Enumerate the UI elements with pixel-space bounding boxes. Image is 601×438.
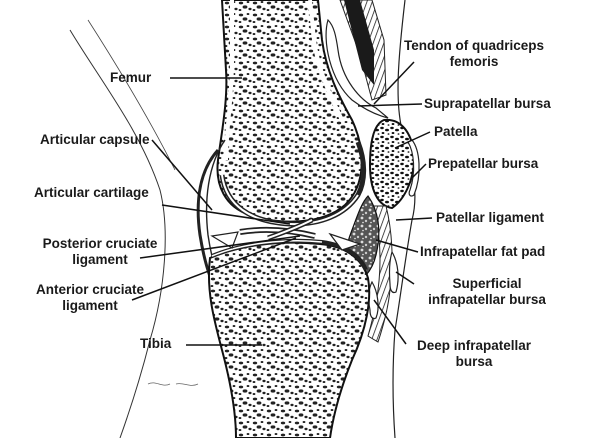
- label-deep-infrapatellar-bursa: Deep infrapatellar bursa: [400, 338, 548, 370]
- label-anterior-cruciate-ligament: Anterior cruciate ligament: [20, 282, 160, 314]
- tibia-bone: [209, 243, 369, 438]
- label-infrapatellar-fat-pad: Infrapatellar fat pad: [420, 244, 545, 260]
- patella-bone: [370, 120, 414, 208]
- label-patellar-ligament: Patellar ligament: [436, 210, 544, 226]
- label-tibia: Tibia: [140, 336, 171, 352]
- label-articular-cartilage: Articular cartilage: [34, 185, 149, 201]
- femur-bone: [217, 0, 361, 222]
- label-prepatellar-bursa: Prepatellar bursa: [428, 156, 538, 172]
- skin-outline-left: [70, 30, 165, 438]
- signature-mark: [148, 383, 198, 386]
- label-tendon-quadriceps-femoris: Tendon of quadriceps femoris: [386, 38, 562, 70]
- leader-patellar-ligament: [396, 218, 432, 220]
- label-suprapatellar-bursa: Suprapatellar bursa: [424, 96, 551, 112]
- label-superficial-infrapatellar-bursa: Superficial infrapatellar bursa: [412, 276, 562, 308]
- label-articular-capsule: Articular capsule: [40, 132, 150, 148]
- label-posterior-cruciate-ligament: Posterior cruciate ligament: [30, 236, 170, 268]
- label-femur: Femur: [110, 70, 151, 86]
- label-patella: Patella: [434, 124, 478, 140]
